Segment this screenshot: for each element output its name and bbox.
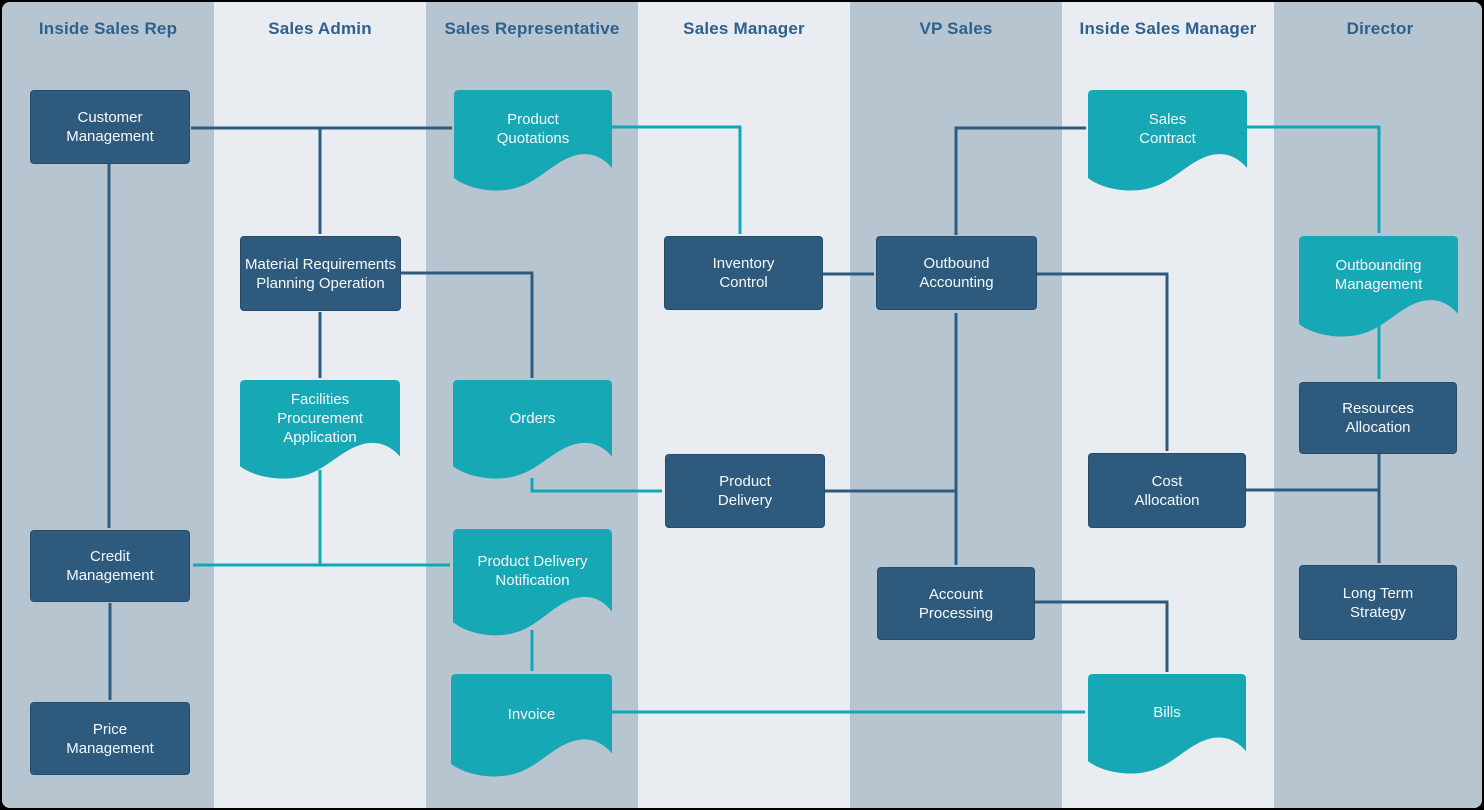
node-sales-contract[interactable]: Sales Contract [1088, 90, 1247, 194]
node-label: Outbounding Management [1334, 257, 1423, 293]
node-resources-allocation[interactable]: Resources Allocation [1299, 382, 1457, 454]
node-label: Inventory Control [712, 255, 775, 291]
lane-sales-manager: Sales Manager [638, 2, 850, 808]
node-label: Invoice [507, 705, 556, 723]
node-product-quotations[interactable]: Product Quotations [454, 90, 612, 194]
lane-vp-sales: VP Sales [850, 2, 1062, 808]
node-account-processing[interactable]: Account Processing [877, 567, 1035, 640]
node-inventory-control[interactable]: Inventory Control [664, 236, 823, 310]
node-credit-management[interactable]: Credit Management [30, 530, 190, 602]
node-long-term-strategy[interactable]: Long Term Strategy [1299, 565, 1457, 640]
node-price-management[interactable]: Price Management [30, 702, 190, 775]
node-label: Sales Contract [1139, 111, 1196, 147]
node-label: Product Delivery Notification [477, 553, 588, 589]
node-cost-allocation[interactable]: Cost Allocation [1088, 453, 1246, 528]
node-product-delivery-notification[interactable]: Product Delivery Notification [453, 529, 612, 639]
node-label: Long Term Strategy [1342, 584, 1414, 621]
node-label: Bills [1153, 704, 1181, 721]
document-shape [453, 380, 612, 479]
node-outbound-accounting[interactable]: Outbound Accounting [876, 236, 1037, 310]
lane-header-director: Director [1346, 19, 1414, 38]
node-label: Price Management [66, 720, 154, 757]
node-label: Account Processing [918, 585, 994, 622]
node-label: Customer Management [66, 109, 154, 145]
document-shape [240, 380, 400, 479]
lane-header-inside-sales-manager: Inside Sales Manager [1079, 19, 1257, 38]
document-shape [454, 90, 612, 191]
node-customer-management[interactable]: Customer Management [30, 90, 190, 164]
node-label: Product Delivery [717, 473, 773, 509]
node-label: Credit Management [66, 548, 154, 584]
node-label: Resources Allocation [1342, 400, 1414, 436]
lane-header-sales-admin: Sales Admin [268, 19, 372, 38]
node-label: Orders [509, 409, 556, 427]
lane-header-vp-sales: VP Sales [919, 19, 993, 38]
document-shape [451, 674, 612, 777]
node-product-delivery[interactable]: Product Delivery [665, 454, 825, 528]
node-invoice[interactable]: Invoice [451, 674, 612, 780]
node-outbounding-management[interactable]: Outbounding Management [1299, 236, 1458, 340]
node-bills[interactable]: Bills [1088, 674, 1246, 777]
node-label: Product Quotations [496, 111, 570, 147]
node-label: Facilities Procurement Application [277, 390, 363, 446]
node-label: Material Requirements Planning Operation [245, 255, 396, 292]
lane-header-sales-representative: Sales Representative [444, 19, 620, 38]
document-shape [1088, 674, 1246, 774]
node-material-requirements-planning[interactable]: Material Requirements Planning Operation [240, 236, 401, 311]
lane-header-sales-manager: Sales Manager [683, 19, 805, 38]
document-shape [1299, 236, 1458, 337]
document-shape [453, 529, 612, 636]
node-facilities-procurement-application[interactable]: Facilities Procurement Application [240, 380, 400, 482]
document-shape [1088, 90, 1247, 191]
node-orders[interactable]: Orders [453, 380, 612, 482]
lane-header-inside-sales-rep: Inside Sales Rep [38, 19, 178, 38]
node-label: Cost Allocation [1134, 472, 1200, 509]
node-label: Outbound Accounting [919, 255, 994, 291]
